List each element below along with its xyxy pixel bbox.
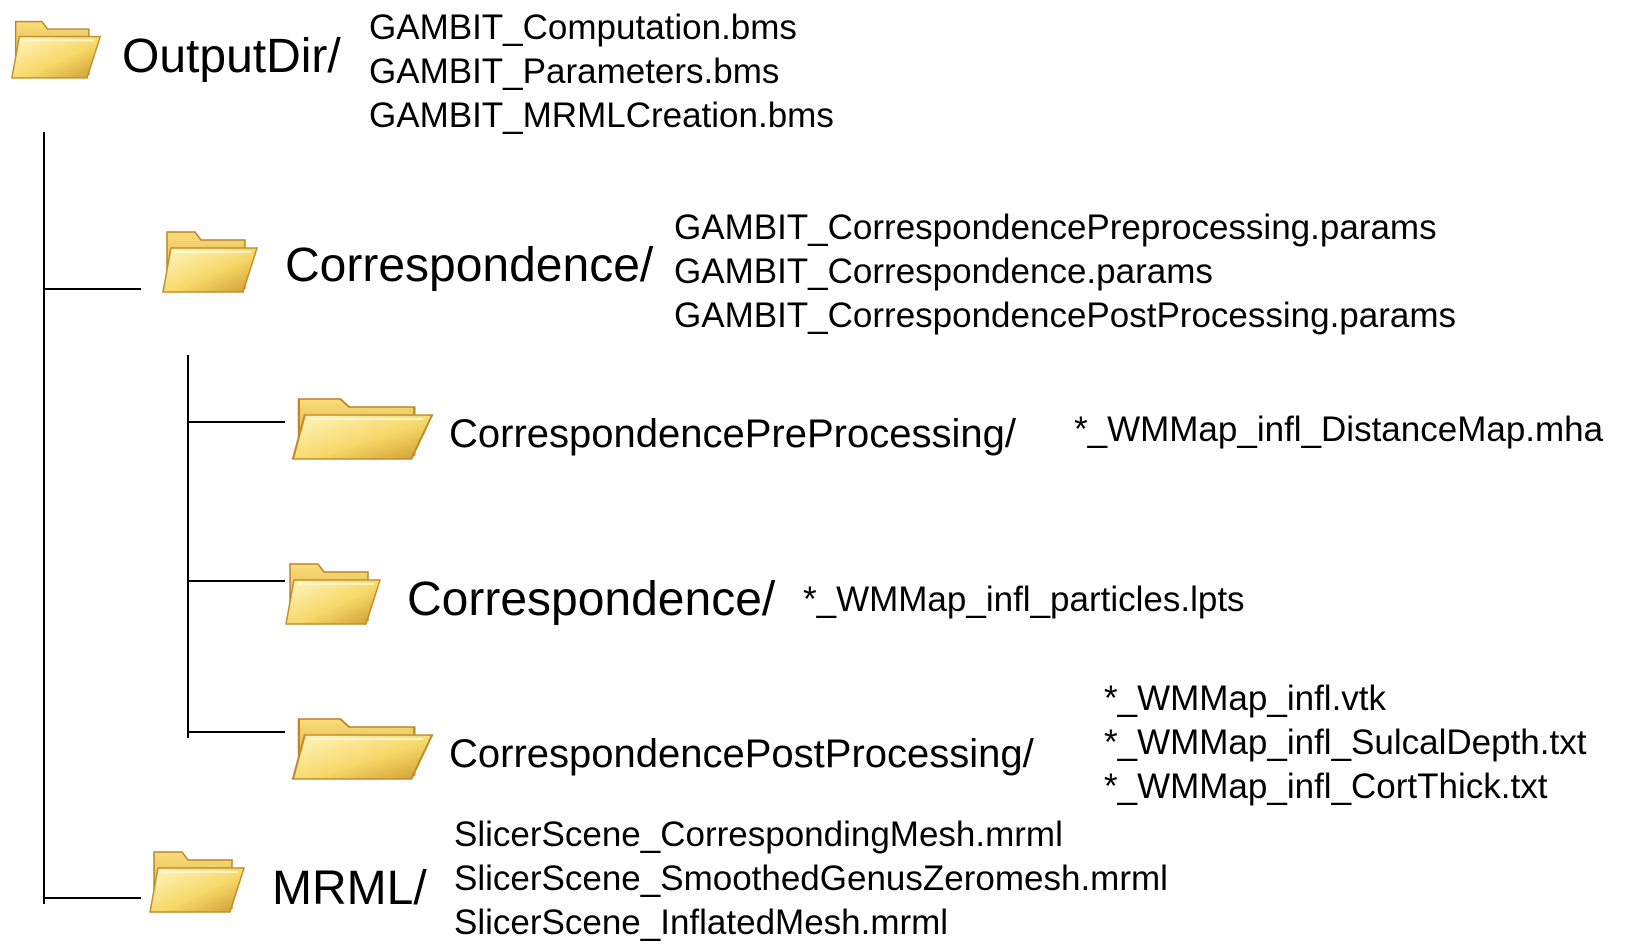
postprocessing-file-list: *_WMMap_infl.vtk *_WMMap_infl_SulcalDept… [1104, 677, 1586, 809]
file-item: *_WMMap_infl_CortThick.txt [1104, 767, 1548, 806]
root-file-list: GAMBIT_Computation.bms GAMBIT_Parameters… [369, 6, 834, 138]
folder-icon [290, 705, 438, 785]
file-item: GAMBIT_CorrespondencePostProcessing.para… [674, 296, 1457, 335]
correspondence-sub-folder-name: Correspondence/ [407, 573, 776, 626]
preprocessing-folder-name: CorrespondencePreProcessing/ [449, 412, 1016, 456]
folder-icon [290, 385, 438, 465]
file-item: GAMBIT_Computation.bms [369, 8, 797, 47]
postprocessing-folder-name: CorrespondencePostProcessing/ [449, 732, 1034, 776]
branch-line-preprocessing [187, 421, 285, 423]
correspondence-file-list: GAMBIT_CorrespondencePreprocessing.param… [674, 206, 1456, 338]
mrml-file-list: SlicerScene_CorrespondingMesh.mrml Slice… [454, 813, 1168, 945]
folder-icon [10, 8, 104, 84]
folder-icon [160, 218, 262, 298]
folder-icon [147, 838, 249, 918]
mrml-folder-name: MRML/ [272, 862, 427, 915]
subtree-trunk-line [187, 355, 189, 738]
branch-line-postprocessing [187, 731, 285, 733]
file-item: GAMBIT_CorrespondencePreprocessing.param… [674, 208, 1437, 247]
folder-icon [284, 550, 384, 630]
branch-line-mrml [43, 897, 141, 899]
file-item: *_WMMap_infl_DistanceMap.mha [1074, 410, 1604, 449]
correspondence-folder-name: Correspondence/ [285, 239, 654, 292]
file-item: GAMBIT_MRMLCreation.bms [369, 96, 834, 135]
file-item: GAMBIT_Correspondence.params [674, 252, 1213, 291]
branch-line-correspondence [43, 288, 141, 290]
file-item: *_WMMap_infl.vtk [1104, 679, 1387, 718]
correspondence-sub-file-list: *_WMMap_infl_particles.lpts [803, 578, 1245, 622]
file-item: *_WMMap_infl_SulcalDepth.txt [1104, 723, 1587, 762]
preprocessing-file-list: *_WMMap_infl_DistanceMap.mha [1074, 408, 1603, 452]
file-item: SlicerScene_CorrespondingMesh.mrml [454, 815, 1063, 854]
branch-line-correspondence-sub [187, 580, 285, 582]
file-item: *_WMMap_infl_particles.lpts [803, 580, 1245, 619]
tree-trunk-line [43, 132, 45, 904]
file-item: SlicerScene_InflatedMesh.mrml [454, 903, 949, 942]
root-folder-name: OutputDir/ [122, 30, 341, 83]
file-item: SlicerScene_SmoothedGenusZeromesh.mrml [454, 859, 1168, 898]
file-item: GAMBIT_Parameters.bms [369, 52, 780, 91]
